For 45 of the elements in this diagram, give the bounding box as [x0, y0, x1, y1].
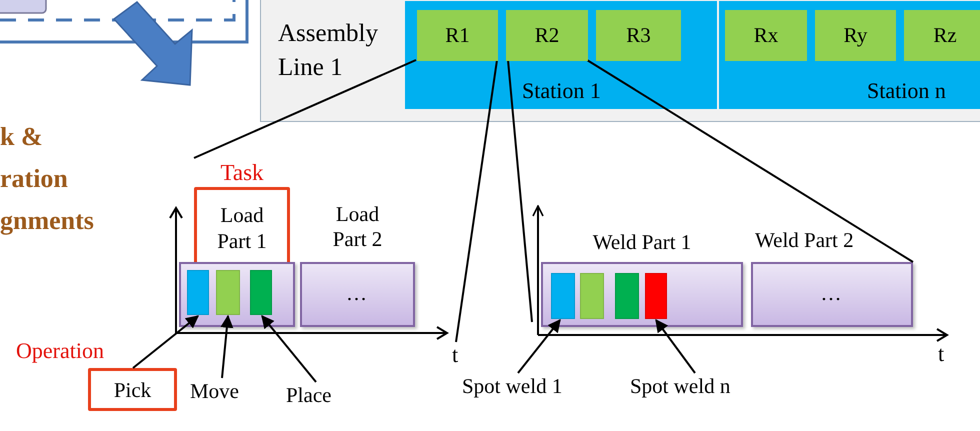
- task-name: Load Part 2: [332, 202, 384, 252]
- task-name: Weld Part 1: [592, 230, 692, 255]
- arrow: [220, 314, 234, 378]
- ellipsis-text: …: [345, 280, 368, 306]
- operation-segment: [645, 273, 667, 319]
- line-label: Assembly Line 1: [278, 19, 379, 83]
- task-bar: [179, 262, 295, 327]
- ellipsis-text: …: [820, 280, 842, 306]
- assembly-line-panel: [260, 0, 980, 122]
- task-name: Weld Part 2: [755, 228, 855, 253]
- axis-label: t: [938, 341, 944, 367]
- arrow: [132, 315, 200, 369]
- station-panel: [405, 1, 717, 109]
- task-name: Load Part 1: [216, 202, 268, 254]
- operation-segment: [250, 270, 272, 315]
- arrow: [517, 318, 561, 374]
- station-label: Station n: [867, 78, 946, 104]
- operation-name: Place: [286, 382, 332, 408]
- operation-segment: [615, 273, 639, 319]
- robot-block: Rz: [904, 10, 980, 61]
- operation-name: Spot weld 1: [462, 373, 562, 399]
- station-label: Station 1: [522, 78, 601, 104]
- robot-block: R2: [506, 10, 588, 61]
- station-panel: [719, 1, 980, 109]
- robot-block: R1: [417, 10, 498, 61]
- operation-label: Operation: [16, 338, 105, 363]
- operation-segment: [187, 270, 209, 315]
- robot-block: Ry: [815, 10, 896, 61]
- robot-block: R3: [596, 10, 681, 61]
- operation-segment: [580, 273, 604, 319]
- section-heading: k & ration gnments: [0, 121, 95, 237]
- operation-name: Move: [190, 378, 239, 404]
- zoom-line: [586, 59, 914, 263]
- robot-block: Rx: [725, 10, 807, 61]
- zoom-line: [507, 60, 533, 322]
- zoom-line: [455, 60, 498, 342]
- operation-segment: [216, 270, 240, 315]
- arrow: [655, 318, 696, 374]
- operation-segment: [551, 273, 575, 319]
- axis-label: t: [452, 342, 458, 368]
- operation-name: Pick: [112, 377, 152, 403]
- arrow: [261, 315, 317, 383]
- operation-name: Spot weld n: [630, 373, 730, 399]
- zoom-line: [194, 59, 416, 159]
- task-label: Task: [219, 160, 265, 185]
